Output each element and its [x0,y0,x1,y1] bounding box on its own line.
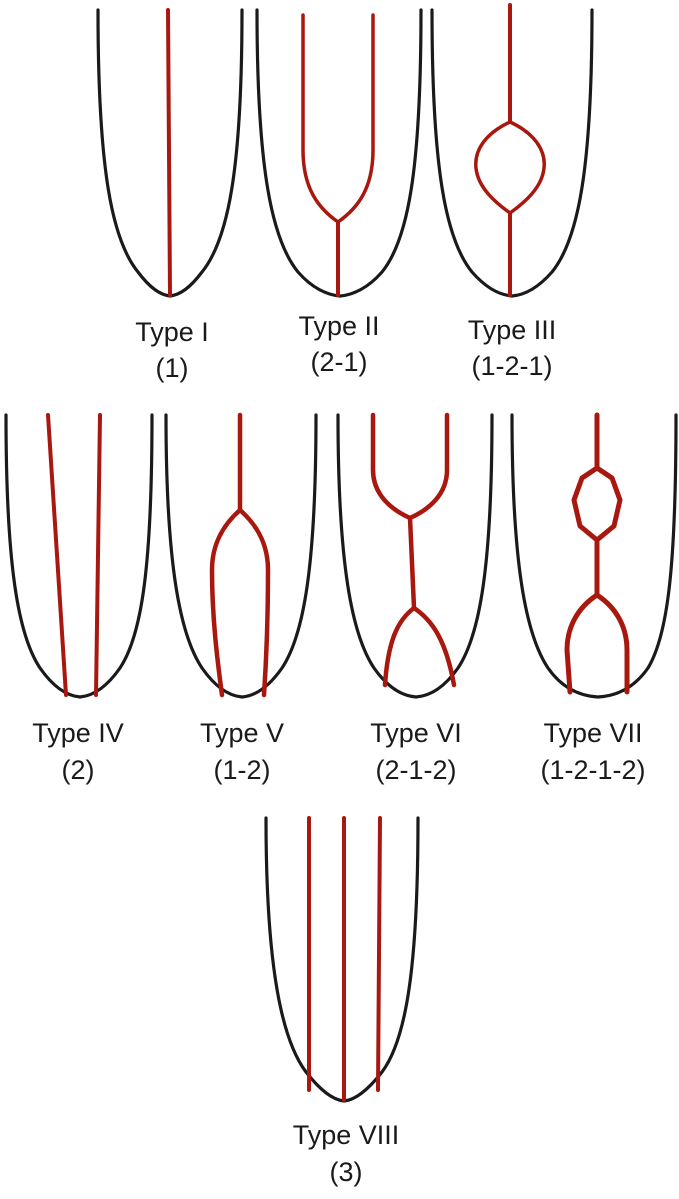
type-8-canal-right [376,816,382,1092]
type-2-canal-right [336,13,375,224]
type-5-root-outline [164,413,318,699]
type-2-code: (2-1) [310,347,367,377]
type-4-root-outline [4,413,154,699]
type-7-canal-loop [571,465,623,543]
type-5-canal-right [237,507,271,698]
type-1-figure: Type I (1) [96,8,244,383]
type-6-code: (2-1-2) [375,755,456,785]
type-2-root-outline [255,8,423,298]
type-7-canal-apical-left [564,592,600,695]
type-6-figure: Type VI (2-1-2) [336,412,494,785]
type-4-canal-left [46,413,68,697]
type-7-figure: Type VII (1-2-1-2) [510,412,678,785]
type-8-code: (3) [330,1157,363,1187]
type-6-canal-apical-left [382,605,417,688]
type-1-name: Type I [135,317,209,347]
type-4-name: Type IV [32,718,124,748]
type-2-name: Type II [298,311,379,341]
type-6-canal-coronal-right [407,412,450,521]
type-8-figure: Type VIII (3) [264,816,420,1187]
type-6-canal-middle [407,515,417,611]
type-6-name: Type VI [370,718,462,748]
type-5-code: (1-2) [213,755,270,785]
type-5-name: Type V [200,718,284,748]
type-7-canal-apical-right [594,592,630,695]
type-3-root-outline [430,8,594,298]
type-4-code: (2) [62,755,95,785]
type-4-canal-right [94,413,102,697]
type-3-code: (1-2-1) [471,351,552,381]
type-3-canal-loop [474,120,546,215]
type-1-code: (1) [156,353,189,383]
type-7-name: Type VII [543,718,642,748]
type-1-canal [166,8,172,297]
type-8-name: Type VIII [293,1120,400,1150]
type-7-root-outline [510,413,678,699]
type-5-canal-left [209,507,243,698]
type-2-canal-left [301,13,340,224]
type-3-figure: Type III (1-2-1) [430,3,594,381]
type-6-root-outline [336,413,494,699]
type-7-code: (1-2-1-2) [540,755,645,785]
type-3-name: Type III [468,315,557,345]
type-6-canal-apical-right [411,605,457,688]
type-5-figure: Type V (1-2) [164,412,318,785]
type-6-canal-coronal-left [370,412,413,521]
type-2-figure: Type II (2-1) [255,8,423,377]
type-4-figure: Type IV (2) [4,413,154,785]
